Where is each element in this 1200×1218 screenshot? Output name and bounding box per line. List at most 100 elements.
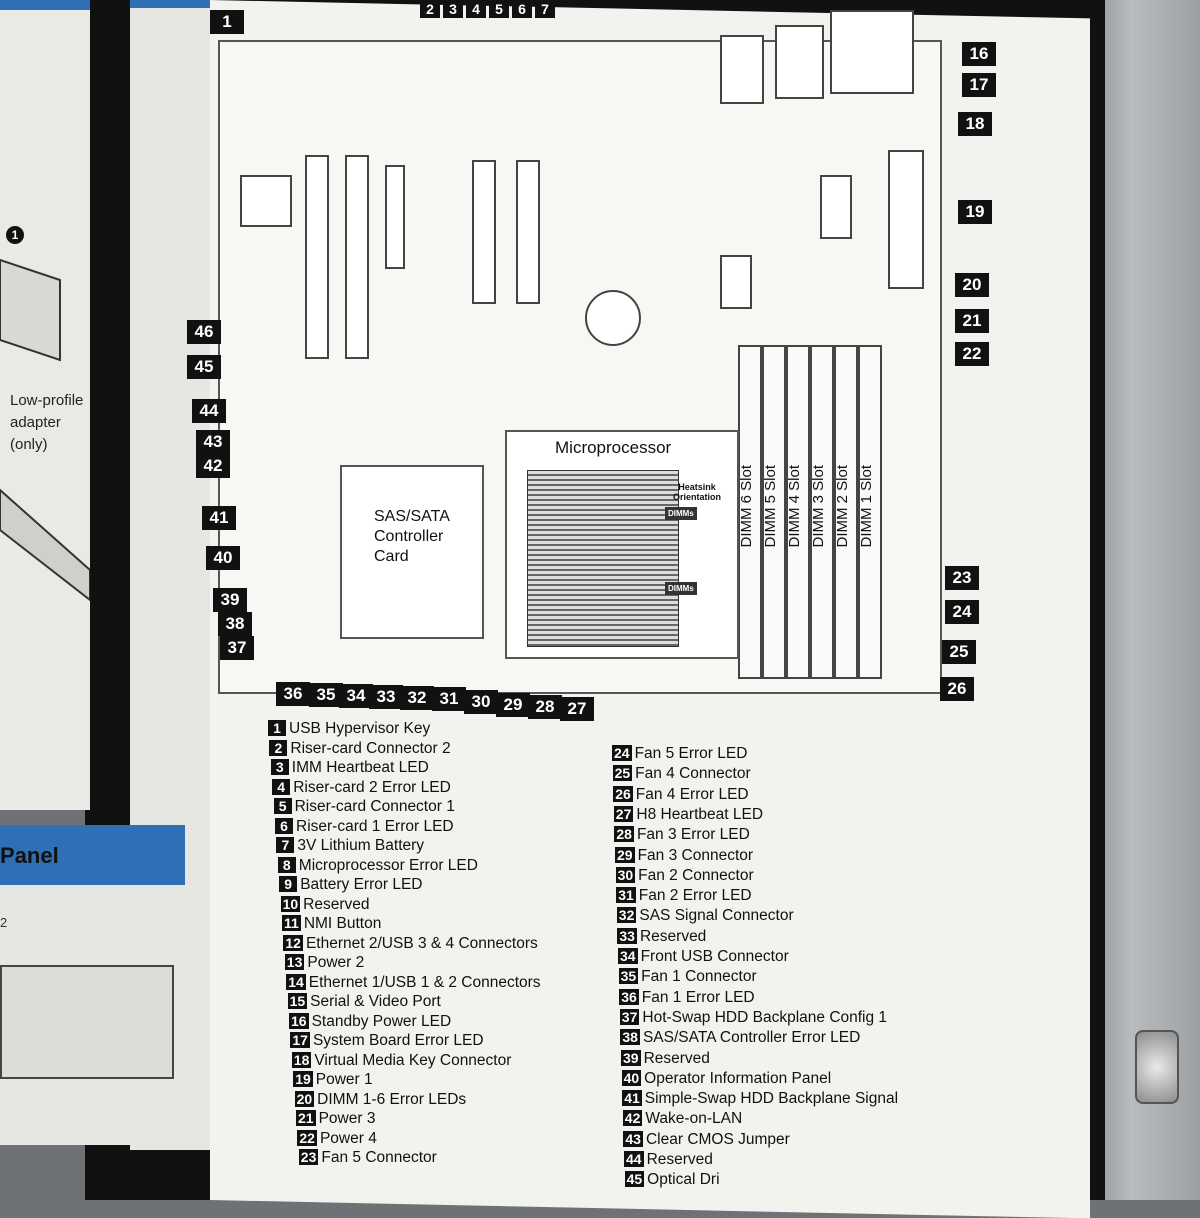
callout-number: 42 <box>196 454 230 478</box>
callout-number: 5 <box>489 0 509 18</box>
dimm-label: DIMM 4 Slot <box>786 465 803 548</box>
sas-card-label: SAS/SATA Controller Card <box>374 507 450 567</box>
legend-text: Reserved <box>643 1049 710 1067</box>
dimm-2-slot <box>834 345 858 679</box>
microprocessor-label: Microprocessor <box>555 438 672 457</box>
callout-number: 45 <box>187 355 221 379</box>
legend-text: Standby Power LED <box>311 1012 452 1030</box>
legend-number: 27 <box>613 805 634 822</box>
legend-text: NMI Button <box>303 915 382 932</box>
callout-number: 44 <box>192 399 226 423</box>
legend-text: Fan 1 Error LED <box>641 988 755 1006</box>
legend-text: Ethernet 2/USB 3 & 4 Connectors <box>305 934 538 952</box>
pci-slot <box>345 155 369 359</box>
callout-number: 25 <box>942 640 976 664</box>
legend-number: 28 <box>614 826 634 843</box>
legend-number: 29 <box>615 846 635 863</box>
lithium-battery <box>585 290 641 346</box>
legend-text: H8 Heartbeat LED <box>636 805 764 823</box>
legend-number: 13 <box>284 954 305 970</box>
legend-text: Riser-card Connector 2 <box>290 739 451 757</box>
legend-text: Battery Error LED <box>300 876 423 893</box>
legend-number: 8 <box>277 856 296 873</box>
hinge-screw <box>1135 1030 1179 1104</box>
low-profile-label-line2: adapter (only) <box>10 414 61 453</box>
legend-text: Riser-card 2 Error LED <box>293 778 451 796</box>
legend-text: Ethernet 1/USB 1 & 2 Connectors <box>308 973 541 991</box>
callout-number: 38 <box>218 612 252 636</box>
front-panel-header: Panel <box>0 825 185 885</box>
legend-text: Riser-card 1 Error LED <box>296 817 454 835</box>
legend-number: 33 <box>617 927 637 944</box>
callout-number: 2 <box>420 0 440 18</box>
callout-number: 35 <box>309 683 343 707</box>
dimm-label: DIMM 2 Slot <box>834 465 851 548</box>
legend-number: 41 <box>622 1090 642 1107</box>
legend-number: 37 <box>619 1008 640 1025</box>
low-profile-label-line1: Low-profile <box>10 392 84 409</box>
legend-text: Optical Dri <box>647 1171 720 1189</box>
legend-text: Power 4 <box>319 1129 377 1147</box>
legend-number: 7 <box>276 837 295 853</box>
callout-number: 37 <box>220 636 254 660</box>
legend-text: Power 3 <box>318 1110 376 1127</box>
callout-number: 29 <box>496 693 530 717</box>
riser-card-connector-2 <box>472 160 496 304</box>
left-diagram-panel: 1 Low-profile adapter (only) <box>0 0 90 810</box>
virtual-media-key-connector <box>820 175 852 239</box>
legend-number: 21 <box>296 1110 316 1126</box>
legend-number: 26 <box>613 785 633 802</box>
legend-text: Fan 3 Error LED <box>636 826 750 844</box>
legend-number: 30 <box>615 866 636 883</box>
heatsink-orientation-label: Heatsink Orientation <box>672 482 721 502</box>
panel-header-bar <box>0 0 90 10</box>
legend-text: SAS Signal Connector <box>639 907 794 925</box>
legend-text: Power 2 <box>307 954 365 971</box>
legend-number: 17 <box>290 1032 310 1048</box>
legend-number: 16 <box>289 1012 309 1029</box>
legend-number: 6 <box>275 817 293 834</box>
dimm-5-slot <box>762 345 786 679</box>
dimms-arrow-tag: DIMMs <box>665 507 697 520</box>
legend-text: Fan 2 Error LED <box>638 887 752 905</box>
callout-number: 23 <box>945 566 979 590</box>
callout-number: 18 <box>958 112 992 136</box>
legend-text: Hot-Swap HDD Backplane Config 1 <box>642 1008 888 1026</box>
callout-number: 3 <box>443 0 463 18</box>
callout-number: 46 <box>187 320 221 344</box>
legend-text: Fan 4 Error LED <box>635 785 749 803</box>
legend-number: 44 <box>624 1151 644 1167</box>
legend-number: 23 <box>298 1149 319 1165</box>
dimm-label: DIMM 3 Slot <box>810 465 827 548</box>
legend-text: Clear CMOS Jumper <box>645 1130 790 1148</box>
legend-number: 36 <box>619 988 639 1005</box>
legend-text: 3V Lithium Battery <box>297 837 425 854</box>
legend-number: 2 <box>269 739 288 756</box>
legend-number: 38 <box>620 1029 640 1046</box>
legend-text: Simple-Swap HDD Backplane Signal <box>644 1090 899 1108</box>
legend-number: 14 <box>286 973 306 990</box>
legend-text: Front USB Connector <box>640 948 789 965</box>
legend-number: 18 <box>291 1051 312 1068</box>
riser-card-connector-1 <box>516 160 540 304</box>
